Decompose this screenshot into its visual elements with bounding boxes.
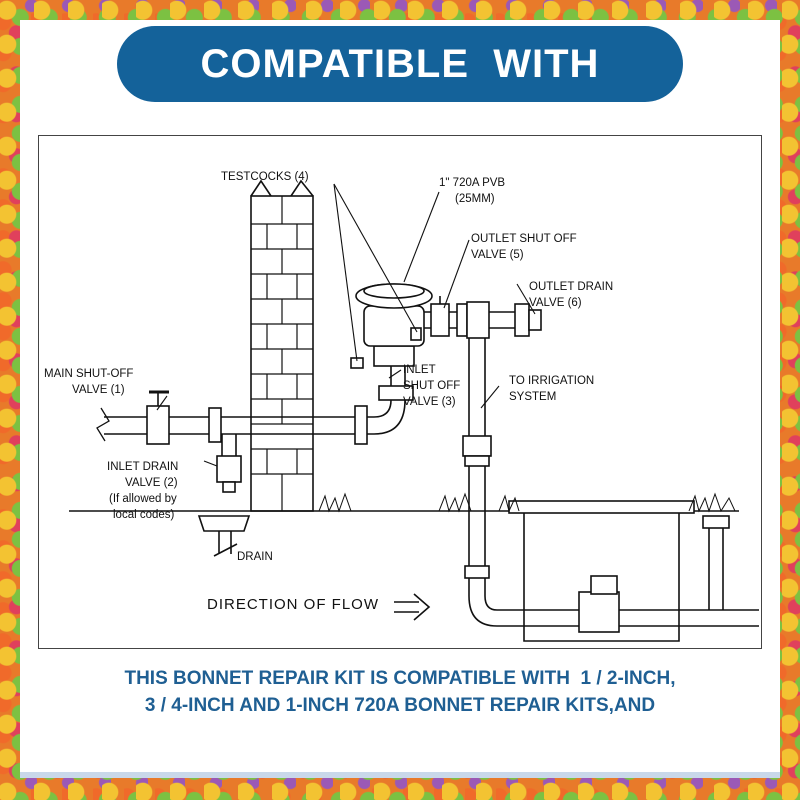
brick-wall <box>250 179 314 512</box>
outlet-piping <box>424 296 759 627</box>
grass-tufts <box>318 492 736 513</box>
inlet-drain-valve <box>216 434 242 493</box>
label-pvb-line1: 1" 720A PVB <box>439 177 506 189</box>
compatible-with-banner: COMPATIBLE WITH <box>117 26 683 102</box>
label-inlet-shutoff-line3: VALVE (3) <box>403 396 456 408</box>
label-outlet-shutoff-line1: OUTLET SHUT OFF <box>471 233 577 245</box>
label-inlet-drain-line3: (If allowed by <box>109 493 177 505</box>
compatibility-caption: THIS BONNET REPAIR KIT IS COMPATIBLE WIT… <box>20 665 780 719</box>
label-irrigation-line1: TO IRRIGATION <box>509 375 595 387</box>
pvb-assembly <box>350 283 433 369</box>
label-drain: DRAIN <box>237 551 273 563</box>
valve-box <box>508 500 730 642</box>
label-irrigation-line2: SYSTEM <box>509 391 557 403</box>
label-inlet-drain-line1: INLET DRAIN <box>107 461 179 473</box>
label-inlet-drain-line2: VALVE (2) <box>125 477 178 489</box>
plumbing-schematic <box>69 179 759 642</box>
label-main-shutoff-line1: MAIN SHUT-OFF <box>44 368 134 380</box>
label-outlet-drain-line2: VALVE (6) <box>529 297 582 309</box>
flow-arrow-icon <box>394 593 431 621</box>
label-outlet-shutoff-line2: VALVE (5) <box>471 249 524 261</box>
installation-diagram: TESTCOCKS (4) 1" 720A PVB (25MM) OUTLET … <box>38 135 762 649</box>
caption-line-1: THIS BONNET REPAIR KIT IS COMPATIBLE WIT… <box>124 668 676 689</box>
content-panel: COMPATIBLE WITH <box>20 20 780 778</box>
supply-pipe <box>96 366 414 445</box>
label-pvb-line2: (25MM) <box>455 193 495 205</box>
label-inlet-shutoff-line2: SHUT OFF <box>403 380 461 392</box>
caption-line-2: 3 / 4-INCH AND 1-INCH 720A BONNET REPAIR… <box>144 695 656 716</box>
label-inlet-shutoff-line1: INLET <box>403 364 436 376</box>
label-outlet-drain-line1: OUTLET DRAIN <box>529 281 614 293</box>
label-inlet-drain-line4: local codes) <box>113 509 175 521</box>
label-direction-of-flow: DIRECTION OF FLOW <box>207 596 379 613</box>
drain-fixture <box>197 515 251 557</box>
label-testcocks: TESTCOCKS (4) <box>221 171 309 183</box>
label-main-shutoff-line2: VALVE (1) <box>72 384 125 396</box>
leader-lines <box>156 183 536 467</box>
